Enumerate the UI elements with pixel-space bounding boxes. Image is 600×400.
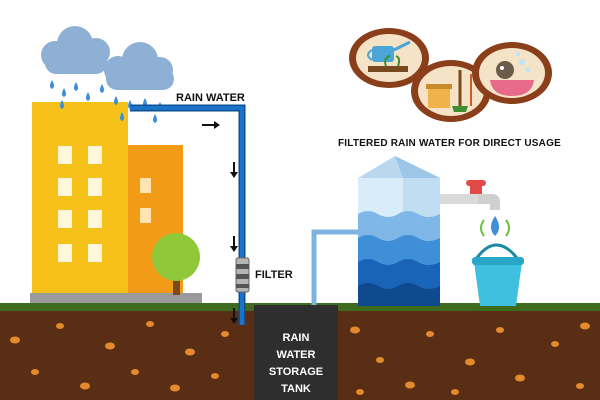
building-base bbox=[30, 293, 202, 303]
tower-pipe bbox=[311, 229, 360, 305]
tap-icon bbox=[440, 180, 500, 210]
cleaning-icon bbox=[411, 60, 491, 122]
soil-dots bbox=[10, 321, 590, 395]
tank-label-line: RAIN bbox=[282, 332, 310, 344]
rain-water-label: RAIN WATER bbox=[176, 92, 245, 104]
water-tower-icon bbox=[358, 156, 440, 306]
tank-label-line: TANK bbox=[281, 383, 311, 395]
filtered-usage-label: FILTERED RAIN WATER FOR DIRECT USAGE bbox=[338, 138, 561, 149]
filter-label: FILTER bbox=[255, 269, 293, 281]
watering-can-icon bbox=[349, 28, 429, 88]
cloud-icon bbox=[41, 26, 110, 74]
tank-label-line: STORAGE bbox=[268, 366, 324, 378]
building-icon bbox=[30, 102, 202, 303]
storage-tank-label: RAIN WATER STORAGE TANK bbox=[258, 330, 334, 398]
pet-bath-icon bbox=[472, 42, 552, 104]
flow-arrows bbox=[202, 121, 238, 324]
building-front bbox=[32, 102, 128, 300]
cloud-icon bbox=[104, 42, 174, 90]
pipe-icon bbox=[130, 104, 246, 325]
tree-icon bbox=[152, 233, 200, 295]
tank-label-line: WATER bbox=[276, 349, 316, 361]
storage-tank bbox=[254, 305, 338, 400]
water-drop-icon bbox=[480, 216, 510, 237]
bucket-icon bbox=[472, 243, 524, 306]
filter-icon bbox=[235, 257, 250, 293]
